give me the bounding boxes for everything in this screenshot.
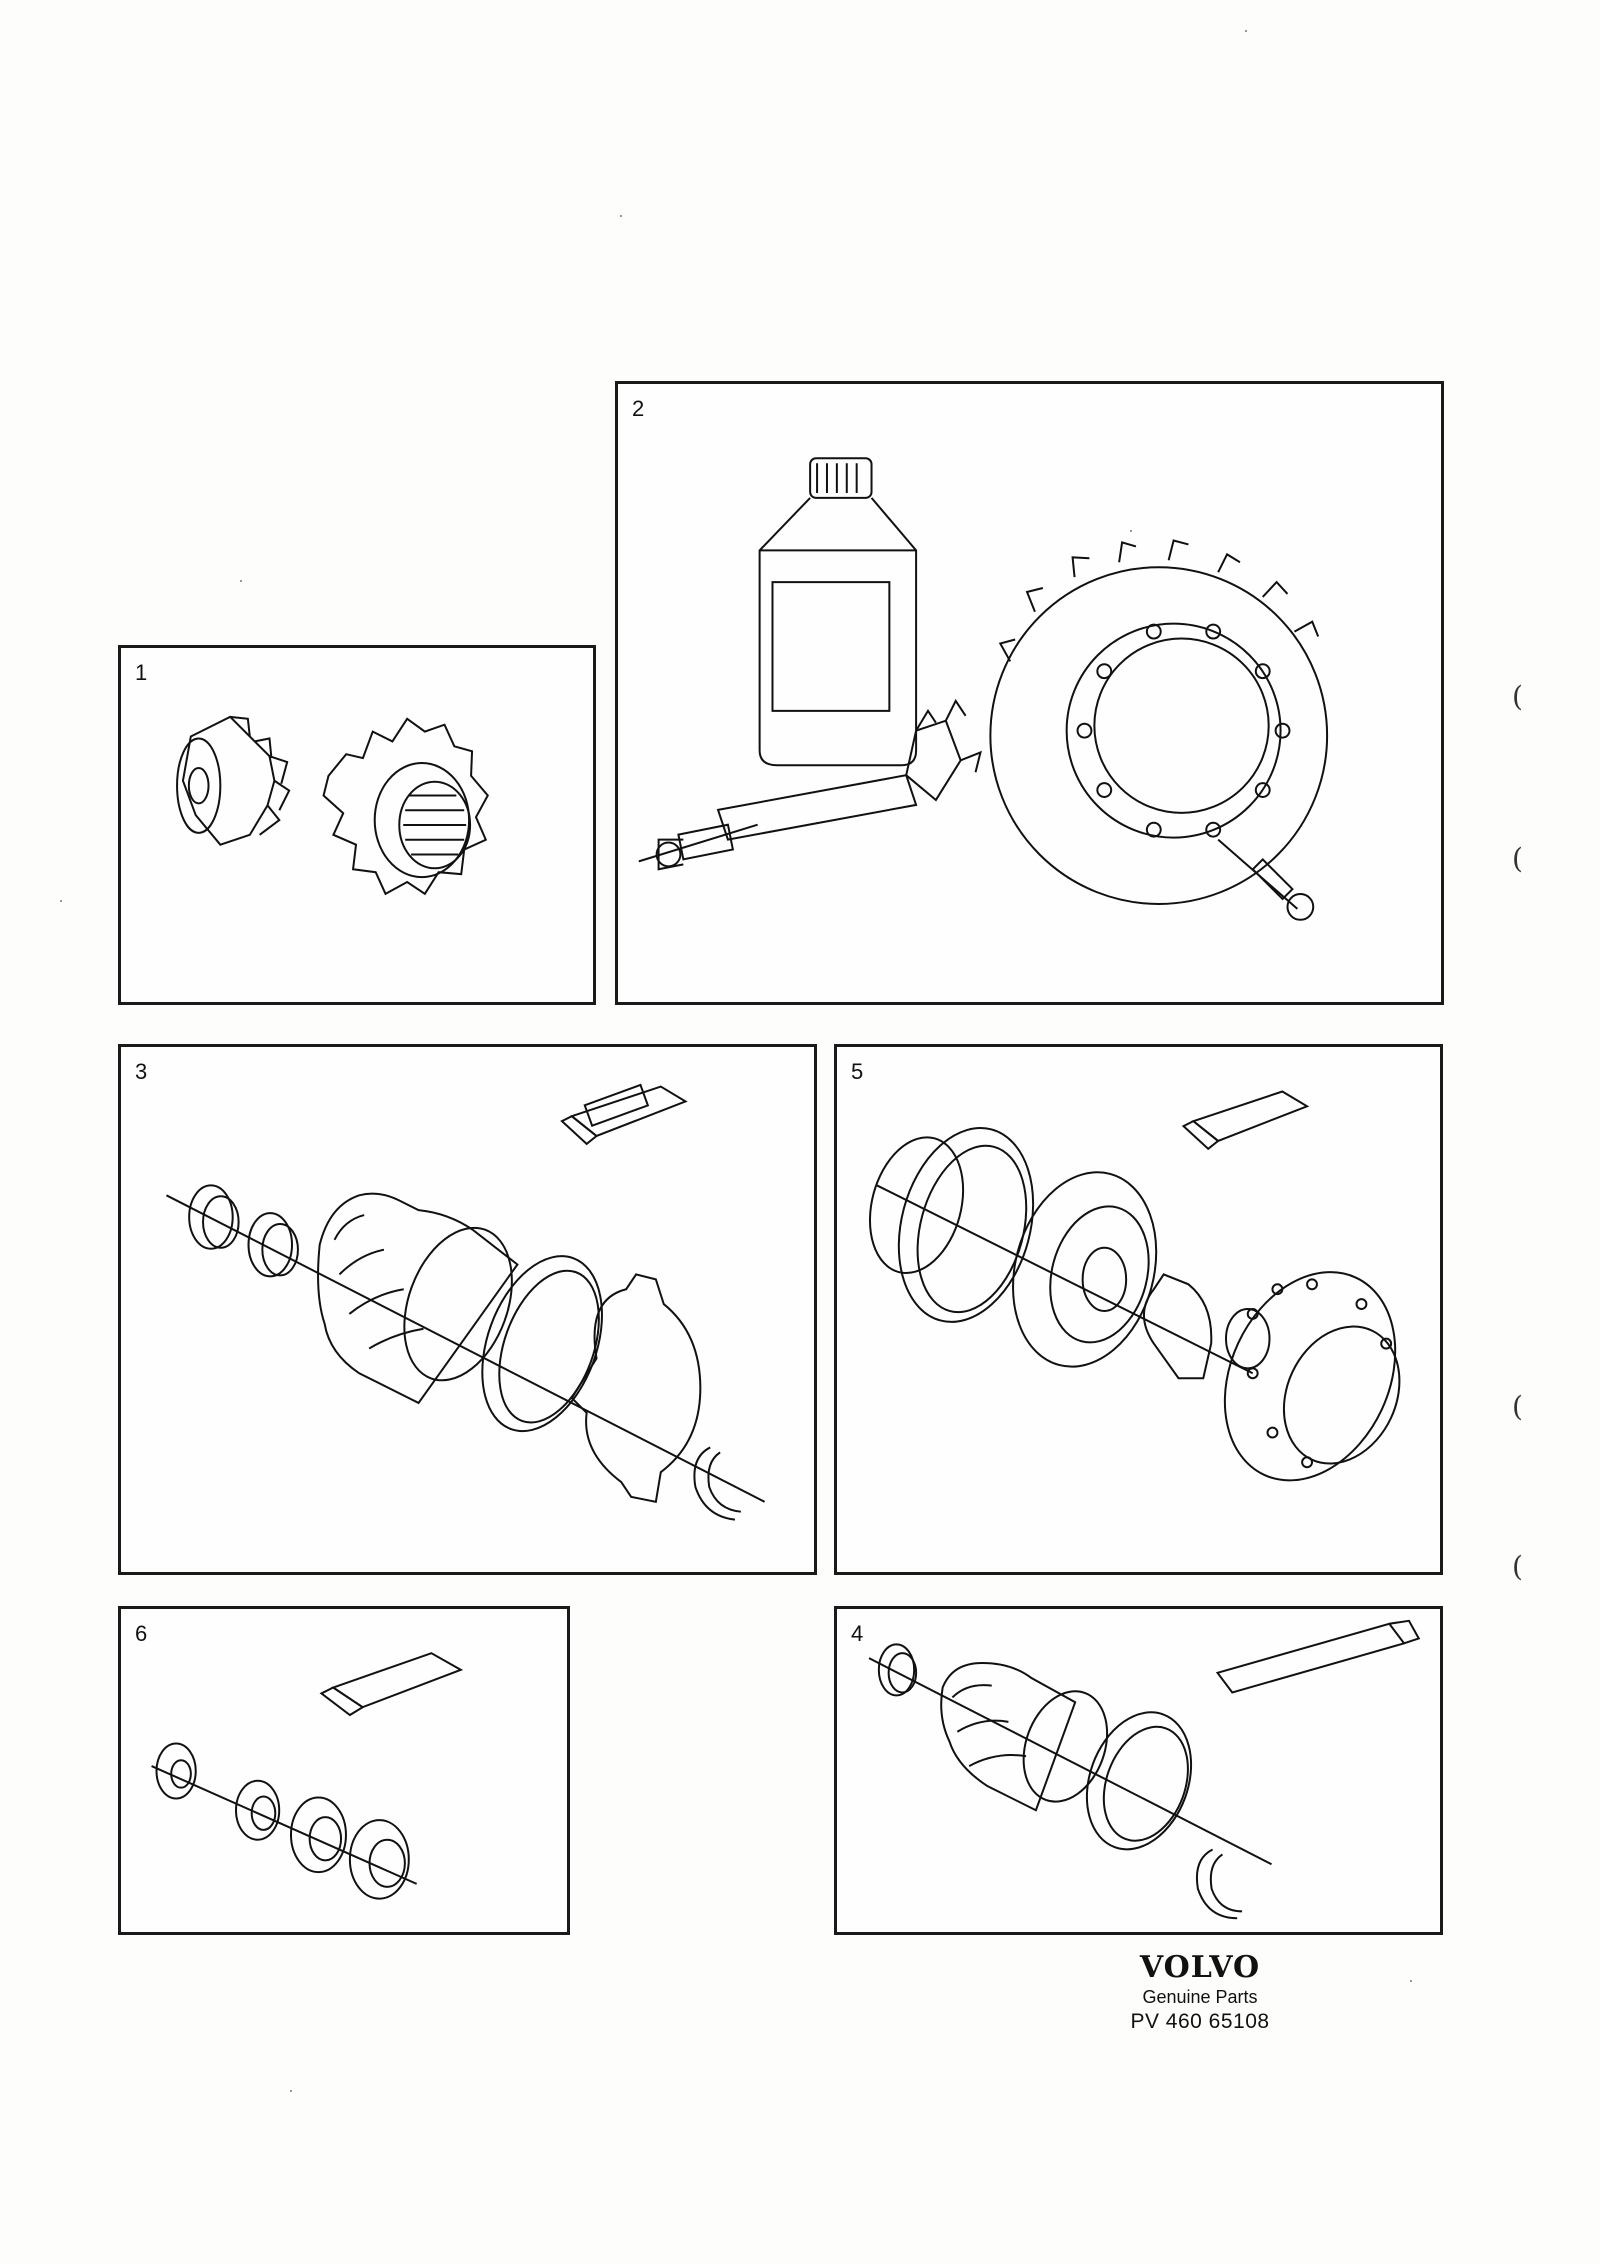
scan-speck <box>60 900 62 902</box>
margin-mark: ( <box>1512 1390 1523 1423</box>
bevel-gear-pair-illustration <box>121 648 593 1002</box>
ring-pinion-oil-illustration <box>618 384 1441 1002</box>
margin-mark: ( <box>1512 842 1523 875</box>
panel-number: 3 <box>135 1059 148 1084</box>
scan-speck <box>1130 530 1132 532</box>
panel-number: 4 <box>851 1621 864 1646</box>
panel-number: 6 <box>135 1621 148 1646</box>
brand-subtitle: Genuine Parts <box>1142 1987 1258 2007</box>
panel-6: 6 <box>118 1606 570 1935</box>
part-code: PV 460 65108 <box>1130 2010 1270 2033</box>
bearing-kit-illustration <box>121 1609 567 1932</box>
panel-1: 1 <box>118 645 596 1005</box>
margin-mark: ( <box>1512 1550 1523 1583</box>
outer-cv-joint-kit-illustration <box>837 1047 1440 1572</box>
cv-boot-kit-illustration <box>121 1047 814 1572</box>
volvo-logo: VOLVO <box>1139 1950 1261 1985</box>
panel-number: 5 <box>851 1059 864 1084</box>
brand-block: VOLVO Genuine Parts PV 460 65108 <box>1100 1950 1300 2034</box>
scan-speck <box>240 580 242 582</box>
panel-number: 2 <box>632 396 645 421</box>
panel-2: 2 <box>615 381 1444 1005</box>
panel-number: 1 <box>135 660 148 685</box>
scan-speck <box>620 215 622 217</box>
panel-3: 3 <box>118 1044 817 1575</box>
panel-5: 5 <box>834 1044 1443 1575</box>
scan-speck <box>1410 1980 1412 1982</box>
margin-mark: ( <box>1512 680 1523 713</box>
panel-4: 4 <box>834 1606 1443 1935</box>
inner-cv-boot-kit-illustration <box>837 1609 1440 1932</box>
scan-speck <box>1245 30 1247 32</box>
scan-speck <box>290 2090 292 2092</box>
